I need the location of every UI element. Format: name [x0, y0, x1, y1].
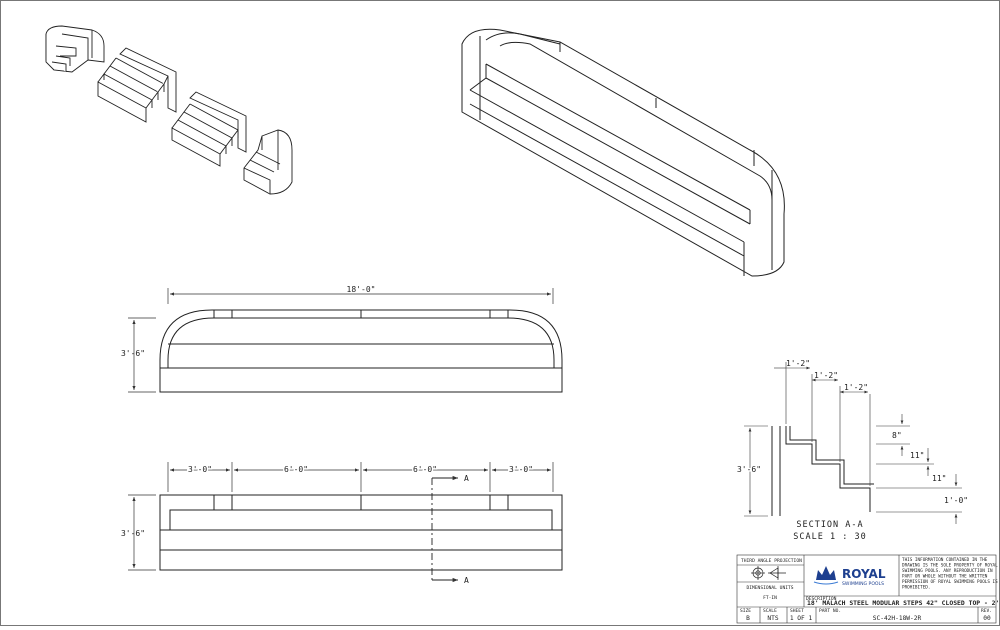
royal-crown-icon [813, 566, 839, 585]
dim-tread-3-label: 1'-2" [844, 383, 868, 392]
dim-seg-right-label: 3'-0" [509, 465, 533, 474]
dim-riser-2-label: 11" [910, 451, 924, 460]
dim-tread-1-label: 1'-2" [786, 359, 810, 368]
iso-assembly [461, 28, 785, 277]
section-scale: SCALE 1 : 30 [793, 532, 866, 542]
section-marker-lower: A [464, 576, 469, 585]
rev-value: 00 [983, 615, 991, 622]
svg-text:PROHIBITED.: PROHIBITED. [902, 585, 930, 591]
logo-name: ROYAL [842, 567, 886, 581]
size-label: SIZE [740, 608, 751, 614]
dim-top-height [128, 317, 156, 393]
svg-text:PERMISSION OF ROYAL SWIMMING P: PERMISSION OF ROYAL SWIMMING POOLS IS [902, 579, 998, 585]
dim-bottom-height-label: 3'-6" [121, 529, 145, 538]
dim-riser-top-label: 8" [892, 431, 902, 440]
dim-overall-length-label: 18'-0" [347, 285, 376, 294]
part-value: SC-42H-18W-2R [873, 615, 922, 622]
dim-seg-left-label: 3'-0" [188, 465, 212, 474]
rev-label: REV. [981, 608, 992, 614]
legal-notice: THIS INFORMATION CONTAINED IN THE DRAWIN… [902, 557, 998, 591]
svg-text:SWIMMING POOLS. ANY REPRODUCTI: SWIMMING POOLS. ANY REPRODUCTION IN [902, 568, 993, 574]
section-dims [744, 362, 962, 524]
dim-seg-mid1-label: 6'-0" [284, 465, 308, 474]
description-label: DESCRIPTION [806, 596, 837, 602]
dim-segments [167, 462, 554, 492]
iso-module-straight-1 [97, 47, 177, 123]
sheet-label: SHEET [790, 608, 804, 614]
dim-overall-length [167, 288, 554, 304]
dim-section-height-label: 3'-6" [737, 465, 761, 474]
part-label: PART NO. [819, 608, 841, 614]
section-marker-upper: A [464, 474, 469, 483]
units-value: FT-IN [763, 595, 777, 601]
svg-text:PART OR WHOLE WITHOUT THE WRIT: PART OR WHOLE WITHOUT THE WRITTEN [902, 574, 988, 580]
section-cut-line [431, 475, 458, 583]
svg-text:THIS INFORMATION CONTAINED IN: THIS INFORMATION CONTAINED IN THE [902, 557, 988, 563]
dim-riser-3-label: 11" [932, 474, 946, 483]
iso-module-corner-right [243, 129, 293, 195]
front-elevation [159, 309, 563, 393]
third-angle-projection-icon [751, 566, 786, 580]
dim-bottom-height [128, 494, 156, 571]
projection-label: THIRD ANGLE PROJECTION [741, 558, 802, 564]
logo-sub: SWIMMING POOLS [842, 581, 884, 587]
description-value: 18' MALACH STEEL MODULAR STEPS 42" CLOSE… [807, 599, 1000, 607]
svg-text:DRAWING IS THE SOLE PROPERTY O: DRAWING IS THE SOLE PROPERTY OF ROYAL [902, 563, 998, 569]
iso-module-straight-2 [171, 91, 247, 167]
section-title: SECTION A-A [796, 520, 863, 530]
title-block [736, 554, 997, 624]
scale-label: SCALE [763, 608, 777, 614]
bottom-elevation [159, 494, 563, 571]
dim-tread-2-label: 1'-2" [814, 371, 838, 380]
units-label: DIMENSIONAL UNITS [746, 585, 793, 591]
sheet-value: 1 OF 1 [790, 615, 813, 622]
dim-top-height-label: 3'-6" [121, 349, 145, 358]
size-value: B [746, 615, 750, 622]
scale-value: NTS [767, 615, 778, 622]
dim-seg-mid2-label: 6'-0" [413, 465, 437, 474]
dim-riser-bottom-label: 1'-0" [944, 496, 968, 505]
iso-module-corner-left [45, 25, 105, 73]
section-view [771, 426, 874, 516]
